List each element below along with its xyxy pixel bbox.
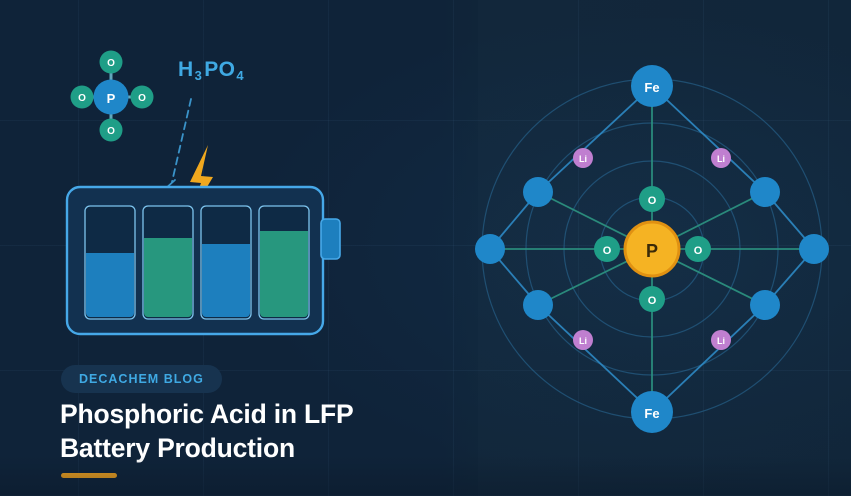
page-title-line2: Battery Production [60, 433, 295, 463]
lithium-label-ne: Li [717, 154, 725, 164]
oxygen-label-left: O [603, 245, 612, 257]
page-title-line1: Phosphoric Acid in LFP [60, 399, 354, 429]
phosphorus-center-node: P [623, 220, 681, 278]
battery-terminal [320, 218, 341, 260]
oxygen-label-bottom: O [648, 295, 657, 307]
lattice-iron-nodes: Fe Fe [631, 65, 673, 433]
battery-cell-1 [84, 205, 136, 320]
metal-node-left [475, 234, 505, 264]
battery-cell-2 [142, 205, 194, 320]
molecule-oxygen-label-top: O [107, 58, 115, 69]
chemical-formula: H3PO4 [178, 58, 246, 83]
metal-node-se [750, 290, 780, 320]
formula-sub-4: 4 [236, 68, 245, 83]
oxygen-label-top: O [648, 195, 657, 207]
molecule-phosphorus-label: P [107, 91, 116, 106]
molecule-oxygen-left: O [70, 85, 94, 109]
metal-node-ne [750, 177, 780, 207]
lithium-label-nw: Li [579, 154, 587, 164]
lightning-bolt-icon [189, 145, 213, 217]
metal-node-right [799, 234, 829, 264]
battery-cell-3 [200, 205, 252, 320]
molecule-oxygen-right: O [130, 85, 154, 109]
oxygen-label-right: O [694, 245, 703, 257]
phosphorus-label: P [646, 241, 658, 261]
lithium-label-se: Li [717, 336, 725, 346]
blog-badge[interactable]: DECACHEM BLOG [61, 365, 222, 393]
formula-h: H [178, 58, 194, 81]
molecule-oxygen-label-bottom: O [107, 126, 115, 137]
lattice-lithium-nodes: Li Li Li Li [573, 148, 731, 350]
molecule-oxygen-top: O [99, 50, 123, 74]
battery-cell-4 [258, 205, 310, 320]
molecule-oxygen-label-right: O [138, 93, 146, 104]
formula-po: PO [204, 58, 236, 81]
lattice-oxygen-nodes: O O O O [594, 186, 711, 312]
dashed-arrow-icon [164, 98, 192, 190]
lithium-label-sw: Li [579, 336, 587, 346]
molecule-oxygen-label-left: O [78, 93, 86, 104]
lattice-metal-nodes [475, 177, 829, 320]
iron-label-top: Fe [644, 80, 659, 95]
metal-node-sw [523, 290, 553, 320]
iron-label-bottom: Fe [644, 406, 659, 421]
molecule-oxygen-bottom: O [99, 118, 123, 142]
molecule-phosphorus: P [93, 79, 129, 115]
page-title: Phosphoric Acid in LFP Battery Productio… [60, 397, 480, 465]
title-accent-rule [61, 473, 117, 478]
bottom-fade-overlay [0, 456, 851, 496]
formula-sub-3: 3 [194, 68, 203, 83]
metal-node-nw [523, 177, 553, 207]
blog-badge-label: DECACHEM BLOG [79, 372, 204, 386]
